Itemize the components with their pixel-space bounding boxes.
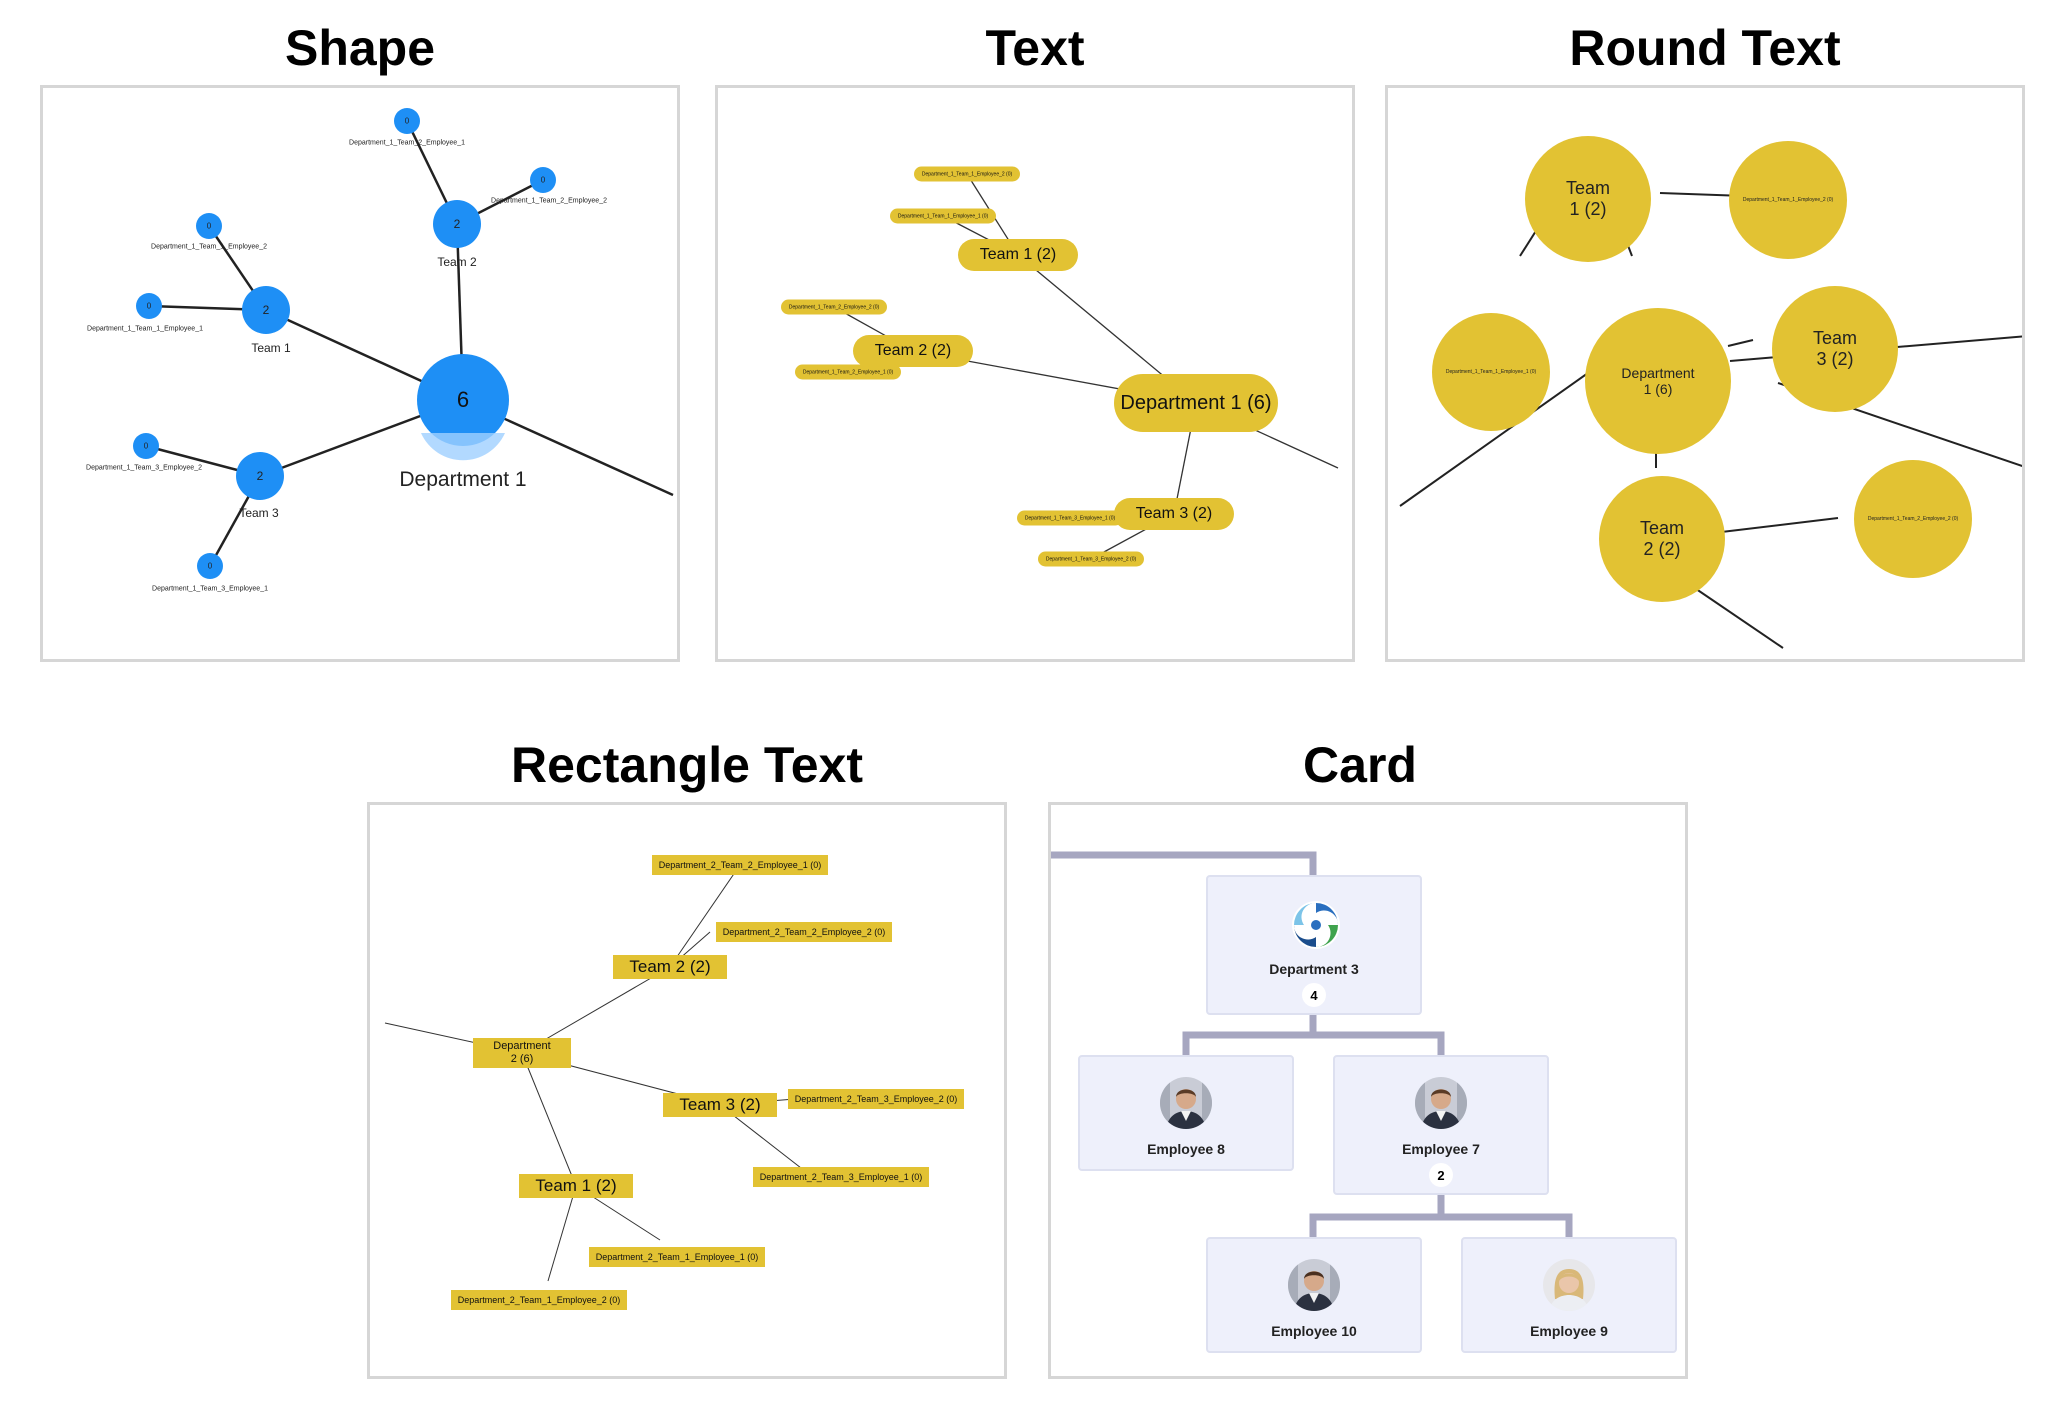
department-logo-icon	[1292, 901, 1340, 949]
employee-node[interactable]: Department_1_Team_3_Employee_1 (0)	[1017, 510, 1123, 526]
employee-node	[197, 553, 223, 579]
card-employee-9[interactable]: Employee 9	[1461, 1237, 1677, 1353]
employee-node[interactable]: Department_2_Team_3_Employee_1 (0)	[753, 1167, 929, 1187]
title-shape: Shape	[284, 20, 436, 76]
team-node[interactable]: Team 1 (2)	[958, 239, 1078, 271]
employee-node	[394, 108, 420, 134]
team-count: 2	[262, 303, 270, 317]
root-count: 6	[456, 387, 470, 412]
employee-node[interactable]: Department_2_Team_3_Employee_2 (0)	[788, 1089, 964, 1109]
team-node[interactable]: Team 3 (2)	[1772, 286, 1898, 412]
rectangle-text-panel[interactable]: Department 2 (6) Team 2 (2) Team 3 (2) T…	[367, 802, 1007, 1379]
team-node[interactable]: Team 3 (2)	[1114, 498, 1234, 530]
avatar	[1160, 1077, 1212, 1129]
shape-panel[interactable]: 6 Department 1 2 Team 1 2 Team 2 2 Team …	[40, 85, 680, 662]
card-department-3[interactable]: Department 3 4	[1206, 875, 1422, 1015]
root-node	[417, 354, 509, 446]
employee-label: Department_1_Team_3_Employee_1	[152, 585, 268, 593]
team-node	[236, 452, 284, 500]
team-node	[242, 286, 290, 334]
employee-label: Department_1_Team_2_Employee_2	[491, 197, 607, 205]
team-label: Team 2	[437, 255, 477, 269]
avatar	[1543, 1259, 1595, 1311]
employee-count: 0	[206, 221, 212, 231]
employee-count: 0	[207, 561, 213, 571]
card-connectors	[1051, 851, 1573, 1237]
avatar	[1415, 1077, 1467, 1129]
employee-node	[133, 433, 159, 459]
employee-node[interactable]: Department_2_Team_1_Employee_1 (0)	[589, 1247, 765, 1267]
team-node[interactable]: Team 2 (2)	[613, 955, 727, 979]
team-node[interactable]: Team 1 (2)	[1525, 136, 1651, 262]
team-node[interactable]: Team 2 (2)	[853, 335, 973, 367]
team-label: Team 1	[251, 341, 291, 355]
team-node[interactable]: Team 1 (2)	[519, 1174, 633, 1198]
team-count: 2	[453, 217, 461, 231]
employee-count: 0	[540, 175, 546, 185]
team-count: 2	[256, 469, 264, 483]
team-label: Team 3	[239, 506, 279, 520]
root-node[interactable]: Department 1 (6)	[1114, 374, 1278, 432]
title-card: Card	[1303, 737, 1417, 793]
root-node[interactable]: Department 1 (6)	[1585, 308, 1731, 454]
shape-edges	[133, 108, 674, 579]
card-name: Employee 9	[1530, 1323, 1608, 1339]
employee-label: Department_1_Team_3_Employee_2	[86, 464, 202, 472]
employee-count: 0	[146, 301, 152, 311]
employee-node[interactable]: Department_2_Team_2_Employee_1 (0)	[652, 855, 828, 875]
employee-node[interactable]: Department_1_Team_1_Employee_2 (0)	[1729, 141, 1847, 259]
employee-node	[196, 213, 222, 239]
team-node[interactable]: Team 2 (2)	[1599, 476, 1725, 602]
root-label: Department 1	[399, 468, 527, 491]
employee-node[interactable]: Department_1_Team_1_Employee_1 (0)	[1432, 313, 1550, 431]
employee-node[interactable]: Department_1_Team_1_Employee_2 (0)	[914, 166, 1020, 182]
round-text-panel[interactable]: Team 1 (2) Department_1_Team_1_Employee_…	[1385, 85, 2025, 662]
employee-count: 0	[404, 116, 410, 126]
employee-node[interactable]: Department_1_Team_2_Employee_2 (0)	[1854, 460, 1972, 578]
card-count-badge: 4	[1302, 983, 1326, 1007]
root-node[interactable]: Department 2 (6)	[473, 1038, 571, 1068]
employee-node	[136, 293, 162, 319]
title-text: Text	[985, 20, 1085, 76]
employee-label: Department_1_Team_2_Employee_1	[349, 139, 465, 147]
employee-node[interactable]: Department_1_Team_1_Employee_1 (0)	[890, 208, 996, 224]
card-name: Employee 7	[1402, 1141, 1480, 1157]
text-panel[interactable]: Department 1 (6) Team 1 (2) Team 2 (2) T…	[715, 85, 1355, 662]
card-employee-7[interactable]: Employee 7 2	[1333, 1055, 1549, 1195]
card-name: Employee 10	[1271, 1323, 1357, 1339]
title-round-text: Round Text	[1569, 20, 1841, 76]
card-name: Employee 8	[1147, 1141, 1225, 1157]
employee-node[interactable]: Department_1_Team_2_Employee_2 (0)	[781, 299, 887, 315]
employee-label: Department_1_Team_1_Employee_1	[87, 325, 203, 333]
employee-node[interactable]: Department_1_Team_2_Employee_1 (0)	[795, 364, 901, 380]
employee-label: Department_1_Team_1_Employee_2	[151, 243, 267, 251]
team-node	[433, 200, 481, 248]
employee-count: 0	[143, 441, 149, 451]
employee-node[interactable]: Department_2_Team_2_Employee_2 (0)	[716, 922, 892, 942]
employee-node[interactable]: Department_1_Team_3_Employee_2 (0)	[1038, 551, 1144, 567]
avatar	[1288, 1259, 1340, 1311]
employee-node[interactable]: Department_2_Team_1_Employee_2 (0)	[451, 1290, 627, 1310]
card-employee-8[interactable]: Employee 8	[1078, 1055, 1294, 1171]
card-name: Department 3	[1269, 961, 1359, 977]
card-count-badge: 2	[1429, 1163, 1453, 1187]
employee-node	[530, 167, 556, 193]
card-employee-10[interactable]: Employee 10	[1206, 1237, 1422, 1353]
team-node[interactable]: Team 3 (2)	[663, 1093, 777, 1117]
card-panel[interactable]: Department 3 4 Employee 8	[1048, 802, 1688, 1379]
title-rectangle-text: Rectangle Text	[511, 737, 863, 793]
